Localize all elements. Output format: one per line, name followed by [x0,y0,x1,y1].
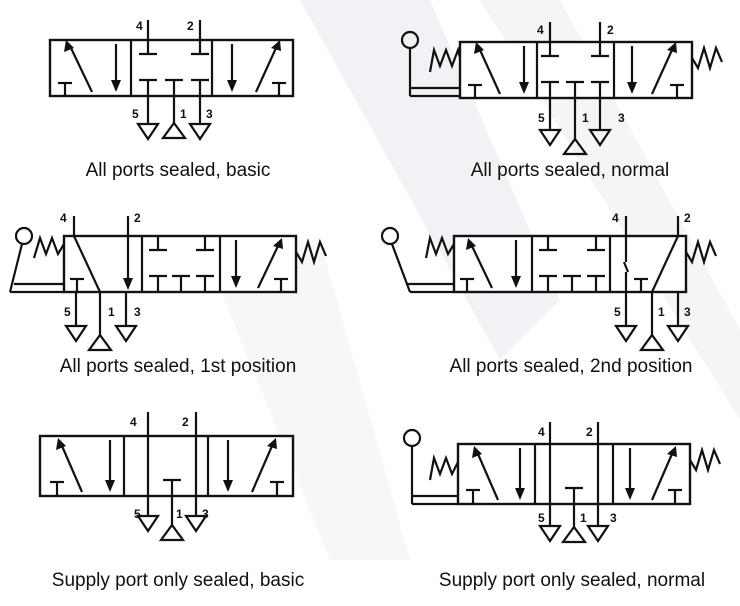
spring-left [428,453,459,481]
port-label-3: 3 [610,511,617,525]
port-label-2: 2 [187,19,194,33]
actuator-knob [402,428,422,448]
spring-left [32,234,65,259]
actuator-knob [380,226,400,246]
port-label-2: 2 [684,211,691,225]
port-label-5: 5 [614,305,621,319]
port-label-1: 1 [180,107,187,121]
valve-body [452,234,688,294]
port-label-5: 5 [134,507,141,521]
valve-symbol: 4 2 5 1 3 [38,412,295,542]
arrow-head [271,40,281,51]
valve-symbol: 4 2 5 1 3 [400,22,724,156]
port-label-1: 1 [580,511,587,525]
port-label-4: 4 [60,211,67,225]
port-label-3: 3 [134,305,141,319]
flow-arrow [69,45,93,93]
port-label-5: 5 [64,305,71,319]
caption: All ports sealed, basic [85,160,271,181]
flow-arrow [254,47,278,93]
port-label-2: 2 [182,415,189,429]
caption: Supply port only sealed, basic [51,570,305,591]
valve-diagram-normal: 4 2 5 1 3 All ports sealed, normal [370,0,740,200]
port-label-4: 4 [130,415,137,429]
port-label-5: 5 [538,111,545,125]
port-label-3: 3 [202,507,209,521]
spring-right [691,44,724,72]
supply-triangle [160,121,188,140]
valve-diagram-1st-position: 4 2 5 1 3 All ports sealed, 1st position [0,200,370,390]
port-label-2: 2 [586,425,593,439]
actuator-knob [400,30,420,50]
valve-diagram-supply-normal: 4 2 5 1 3 Supply port only sealed, norma… [370,400,740,606]
port-label-1: 1 [582,111,589,125]
arrow-head [64,40,74,52]
port-label-3: 3 [206,107,213,121]
actuator-knob [14,226,34,246]
spring-left [424,234,455,259]
valve-symbol: 4 2 5 1 3 [48,19,295,141]
caption: Supply port only sealed, normal [438,570,706,591]
spring-right [295,238,328,266]
port-label-4: 4 [537,23,544,37]
valve-symbol: 4 2 5 1 3 [402,422,722,544]
port-label-1: 1 [176,507,183,521]
caption: All ports sealed, 2nd position [449,356,693,377]
port-label-5: 5 [538,511,545,525]
port-label-3: 3 [684,305,691,319]
valve-body [38,434,295,498]
caption: All ports sealed, 1st position [59,356,297,377]
valve-symbol: 4 2 5 1 3 [380,211,718,352]
port-label-1: 1 [658,305,665,319]
valve-diagram-supply-basic: 4 2 5 1 3 Supply port only sealed, basic [0,400,370,606]
arrow-head [227,80,237,92]
spring-right [685,238,718,266]
port-label-4: 4 [612,211,619,225]
port-label-4: 4 [136,19,143,33]
exhaust-triangle [187,122,213,141]
spring-right [689,446,722,474]
valve-symbol: 4 2 5 1 3 [8,211,328,352]
exhaust-triangle [135,122,161,141]
valve-diagram-2nd-position: 4 2 5 1 3 All ports sealed, 2nd position [370,200,740,390]
port-label-3: 3 [618,111,625,125]
valve-body [48,38,295,98]
caption: All ports sealed, normal [470,160,670,181]
spring-left [428,45,462,73]
port-label-4: 4 [538,425,545,439]
port-label-2: 2 [134,211,141,225]
arrow-head [111,80,121,92]
valve-diagram-basic: 4 2 5 1 3 All ports sealed, basic [0,0,370,200]
port-label-1: 1 [108,305,115,319]
port-label-5: 5 [132,107,139,121]
port-label-2: 2 [607,23,614,37]
